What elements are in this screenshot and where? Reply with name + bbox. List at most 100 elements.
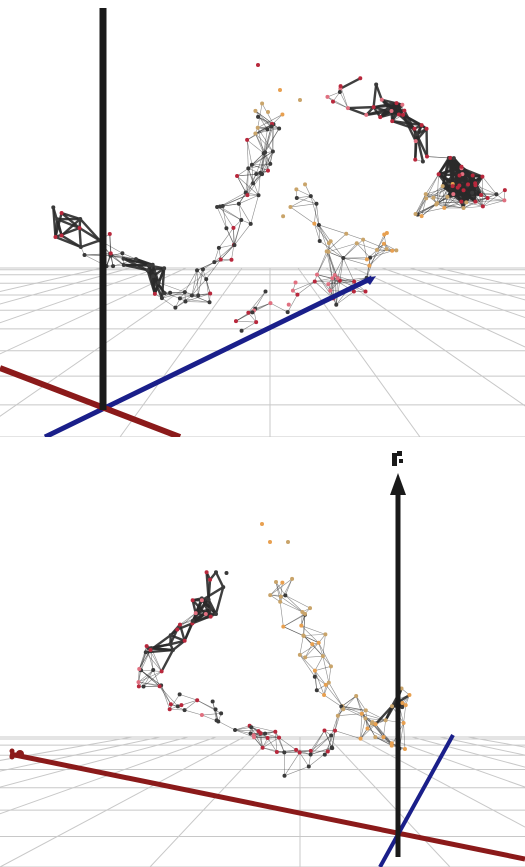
network-edge — [482, 200, 505, 207]
network-node — [358, 76, 363, 81]
network-edge — [219, 192, 246, 207]
network-edge — [383, 243, 397, 251]
y-axis-arrowhead — [390, 473, 406, 495]
network-edge — [139, 668, 160, 687]
network-edge — [248, 291, 266, 313]
network-node — [177, 622, 182, 627]
network-node — [78, 245, 83, 250]
network-edge — [328, 666, 332, 683]
camera-marker-icon — [392, 451, 403, 466]
network-node — [136, 684, 141, 689]
network-edge — [152, 267, 165, 278]
network-edge — [437, 173, 455, 195]
network-edge — [425, 193, 438, 204]
network-edge — [255, 123, 273, 134]
network-node — [329, 745, 334, 750]
network-node — [402, 746, 407, 751]
network-edge — [264, 152, 271, 165]
network-edge — [444, 201, 462, 209]
network-edge — [308, 754, 311, 767]
network-node — [402, 108, 407, 113]
network-edge — [303, 634, 326, 636]
network-edge — [61, 211, 81, 221]
network-edge — [214, 259, 232, 263]
network-edge — [264, 123, 273, 153]
network-node — [111, 264, 116, 269]
network-node — [273, 729, 278, 734]
network-node — [371, 105, 376, 110]
grid-line — [0, 736, 245, 867]
network-node — [400, 705, 405, 710]
network-edge — [355, 695, 366, 719]
network-node — [159, 669, 164, 674]
network-node — [233, 319, 238, 324]
network-node — [413, 212, 418, 217]
network-node — [470, 173, 475, 178]
network-edge — [323, 694, 342, 707]
network-node — [274, 750, 279, 755]
network-node — [331, 99, 336, 104]
network-node — [451, 156, 456, 161]
network-edge — [60, 212, 81, 229]
network-node — [381, 735, 386, 740]
network-edge — [463, 189, 476, 202]
network-edge — [356, 242, 378, 251]
network-edge — [327, 91, 341, 98]
network-edge — [314, 656, 324, 671]
network-3d-view-rotated[interactable] — [0, 437, 525, 867]
network-edge — [205, 259, 222, 280]
network-3d-view-front[interactable] — [0, 0, 525, 437]
network-edge — [347, 106, 367, 117]
network-node — [157, 684, 162, 689]
network-node — [151, 274, 156, 279]
network-edge — [234, 725, 250, 731]
network-edge — [372, 84, 378, 108]
network-node — [277, 126, 282, 131]
network-node — [170, 648, 175, 653]
network-edge — [253, 734, 280, 738]
network-edge — [191, 295, 210, 303]
network-edge — [55, 226, 80, 239]
network-node — [335, 713, 340, 718]
network-edge — [270, 578, 293, 596]
grid-line — [381, 267, 525, 319]
network-node — [396, 112, 401, 117]
network-node — [461, 188, 466, 193]
network-node — [325, 94, 330, 99]
network-edge — [375, 736, 400, 749]
network-edge — [327, 96, 349, 109]
network-node — [266, 110, 270, 114]
network-node — [295, 292, 300, 297]
network-edge — [261, 152, 266, 175]
network-edge — [234, 729, 251, 734]
network-edge — [219, 206, 242, 221]
network-node — [288, 205, 293, 210]
network-edge — [201, 599, 212, 610]
network-node — [328, 288, 333, 293]
view-rotated-panel[interactable] — [0, 437, 525, 867]
network-edge — [61, 234, 82, 249]
network-node — [248, 221, 253, 226]
network-node — [177, 296, 182, 301]
network-node — [290, 288, 295, 293]
network-node — [323, 632, 328, 637]
network-edge — [322, 634, 326, 657]
network-edge — [170, 634, 186, 642]
network-node — [293, 280, 298, 285]
network-edge — [234, 729, 255, 738]
floor-grid — [0, 267, 525, 437]
network-node — [251, 181, 256, 186]
network-edge — [216, 206, 227, 229]
network-edge — [254, 736, 268, 739]
network-edge — [191, 599, 197, 614]
network-node — [152, 291, 157, 296]
network-node — [394, 248, 399, 253]
network-edge — [170, 639, 185, 646]
network-edge — [196, 270, 207, 280]
network-node — [385, 107, 390, 112]
network-node — [334, 302, 339, 307]
view-front-panel[interactable] — [0, 0, 525, 437]
network-edge — [451, 185, 463, 203]
network-node — [286, 540, 290, 544]
network-edge — [421, 198, 427, 217]
